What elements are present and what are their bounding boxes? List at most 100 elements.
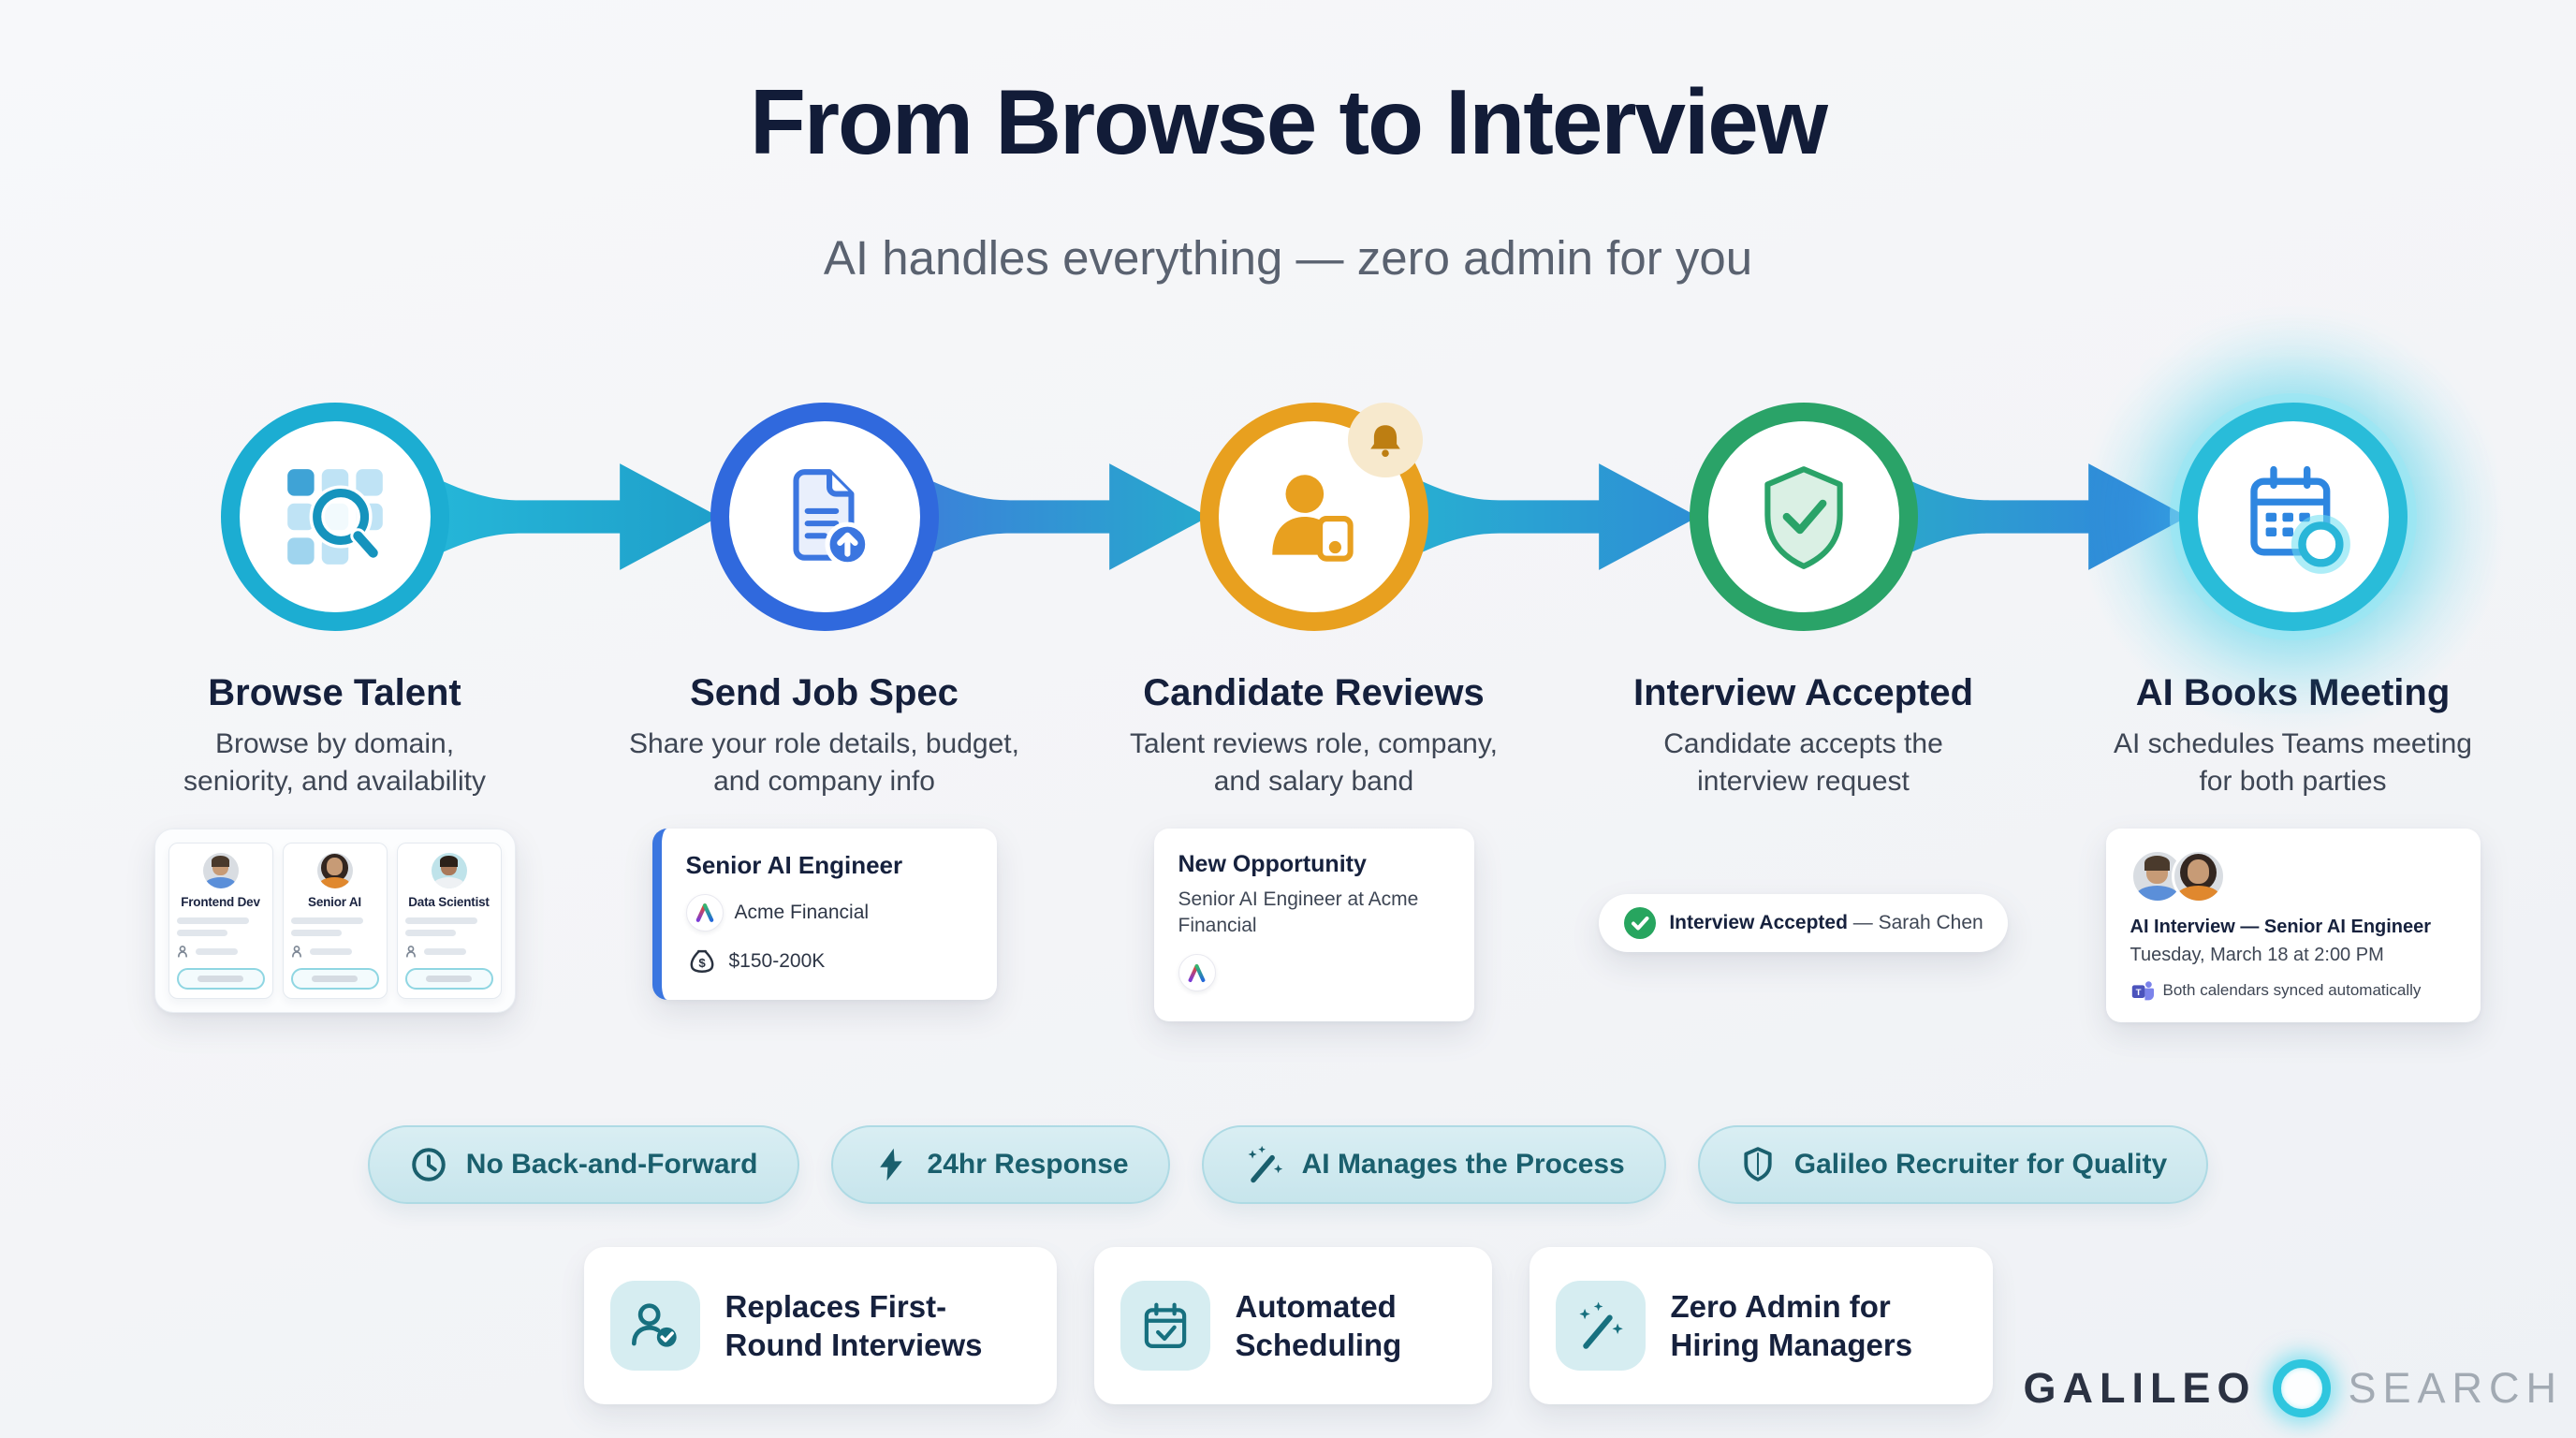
feature-label: Zero Admin for Hiring Managers bbox=[1670, 1288, 1913, 1362]
pill-galileo-recruiter: Galileo Recruiter for Quality bbox=[1697, 1125, 2209, 1204]
step-title: Send Job Spec bbox=[690, 672, 959, 713]
acceptance-name: — Sarah Chen bbox=[1847, 911, 1983, 933]
talent-card: Frontend Dev bbox=[168, 842, 273, 999]
job-title: Senior AI Engineer bbox=[685, 850, 903, 879]
meeting-title: AI Interview — Senior AI Engineer bbox=[2130, 916, 2432, 937]
skeleton-lines bbox=[404, 917, 493, 936]
bell-icon bbox=[1369, 425, 1400, 457]
pill-ai-manages-process: AI Manages the Process bbox=[1201, 1125, 1666, 1204]
talent-role: Data Scientist bbox=[408, 894, 490, 909]
talent-browse-panel: Frontend Dev Senior AI bbox=[154, 828, 516, 1013]
company-name: Acme Financial bbox=[734, 901, 870, 923]
icon-tile bbox=[1120, 1281, 1210, 1371]
notification-badge bbox=[1347, 403, 1423, 477]
pill-label: No Back-and-Forward bbox=[465, 1149, 758, 1180]
step-title: Browse Talent bbox=[208, 672, 461, 713]
step-interview-accepted: Interview Accepted Candidate accepts the… bbox=[1559, 403, 2048, 1022]
flow-arrow-3 bbox=[1415, 463, 1699, 570]
pill-label: AI Manages the Process bbox=[1301, 1149, 1625, 1180]
svg-text:$: $ bbox=[698, 956, 706, 970]
company-row: Acme Financial bbox=[685, 893, 973, 932]
page-subtitle: AI handles everything — zero admin for y… bbox=[823, 231, 1753, 285]
feature-automated-scheduling: Automated Scheduling bbox=[1093, 1247, 1492, 1404]
step-description: Talent reviews role, company, and salary… bbox=[1130, 728, 1498, 797]
availability-row bbox=[405, 945, 493, 959]
calendar-check-icon bbox=[1144, 1302, 1186, 1348]
talent-card: Senior AI bbox=[282, 842, 388, 999]
money-bag-icon: $ bbox=[690, 949, 713, 973]
calendar-sync-note: T Both calendars synced automatically bbox=[2130, 979, 2456, 1002]
pill-24hr-response: 24hr Response bbox=[830, 1125, 1170, 1204]
feature-zero-admin: Zero Admin for Hiring Managers bbox=[1529, 1247, 1993, 1404]
skeleton-line bbox=[423, 947, 466, 955]
shield-icon bbox=[1744, 1147, 1772, 1181]
step-circle-meeting bbox=[2178, 403, 2408, 631]
magic-wand-icon bbox=[1578, 1301, 1623, 1349]
salary-band: $150-200K bbox=[728, 949, 826, 972]
logo-primary-text: GALILEO bbox=[2023, 1364, 2257, 1412]
avatar bbox=[202, 852, 239, 888]
teams-icon: T bbox=[2131, 981, 2154, 1001]
availability-row bbox=[291, 945, 379, 959]
lightning-icon bbox=[879, 1148, 902, 1181]
step-title: AI Books Meeting bbox=[2135, 672, 2451, 713]
acceptance-status: Interview Accepted bbox=[1669, 911, 1848, 933]
view-profile-button-skeleton bbox=[176, 967, 265, 990]
shield-check-icon bbox=[1764, 466, 1843, 569]
step-candidate-reviews: Candidate Reviews Talent reviews role, c… bbox=[1069, 403, 1559, 1022]
job-spec-card: Senior AI Engineer Acme Financial bbox=[651, 828, 997, 1000]
step-circle-job-spec bbox=[710, 403, 939, 631]
step-description: AI schedules Teams meeting for both part… bbox=[2114, 728, 2472, 797]
feature-label: Replaces First-Round Interviews bbox=[724, 1288, 983, 1362]
acme-logo bbox=[685, 893, 724, 932]
document-upload-icon bbox=[792, 469, 870, 567]
acceptance-pill: Interview Accepted — Sarah Chen bbox=[1599, 893, 2008, 952]
step-title: Candidate Reviews bbox=[1143, 672, 1485, 713]
skeleton-line bbox=[309, 947, 352, 955]
salary-row: $ $150-200K bbox=[686, 946, 973, 977]
galileo-search-logo: GALILEO SEARCH bbox=[2023, 1359, 2563, 1417]
skeleton-line bbox=[195, 947, 238, 955]
flow-arrow-4 bbox=[1905, 463, 2188, 570]
person-review-icon bbox=[1271, 475, 1354, 562]
check-circle-icon bbox=[1624, 906, 1657, 939]
flow-arrow-2 bbox=[926, 463, 1209, 570]
grid-search-icon bbox=[286, 469, 383, 565]
feature-label: Automated Scheduling bbox=[1235, 1288, 1402, 1362]
avatar bbox=[431, 852, 467, 888]
step-description: Share your role details, budget, and com… bbox=[629, 728, 1019, 797]
view-profile-button-skeleton bbox=[404, 967, 493, 990]
skeleton-lines bbox=[176, 917, 265, 936]
process-steps-row: Browse Talent Browse by domain, seniorit… bbox=[90, 403, 2538, 1022]
feature-replaces-interviews: Replaces First-Round Interviews bbox=[583, 1247, 1057, 1404]
person-icon bbox=[177, 945, 187, 958]
person-icon bbox=[291, 945, 301, 958]
step-description: Browse by domain, seniority, and availab… bbox=[183, 728, 486, 797]
step-title: Interview Accepted bbox=[1632, 672, 1974, 713]
acme-logo bbox=[1178, 954, 1216, 992]
avatar bbox=[2171, 848, 2226, 903]
talent-card: Data Scientist bbox=[396, 842, 502, 999]
talent-role: Senior AI bbox=[308, 894, 361, 909]
step-ai-books-meeting: AI Books Meeting AI schedules Teams meet… bbox=[2048, 403, 2538, 1022]
pill-no-back-and-forward: No Back-and-Forward bbox=[367, 1125, 799, 1204]
view-profile-button-skeleton bbox=[290, 967, 379, 990]
step-send-job-spec: Send Job Spec Share your role details, b… bbox=[579, 403, 1069, 1022]
person-icon bbox=[405, 945, 416, 958]
participant-avatars bbox=[2130, 848, 2456, 903]
icon-tile bbox=[609, 1281, 700, 1371]
page-title: From Browse to Interview bbox=[749, 70, 1828, 173]
sync-note-text: Both calendars synced automatically bbox=[2162, 980, 2422, 999]
benefit-pills-row: No Back-and-Forward 24hr Response AI Man… bbox=[0, 1125, 2576, 1204]
logo-secondary-text: SEARCH bbox=[2348, 1364, 2563, 1412]
opportunity-card: New Opportunity Senior AI Engineer at Ac… bbox=[1153, 828, 1474, 1021]
svg-text:T: T bbox=[2135, 988, 2141, 998]
icon-tile bbox=[1555, 1281, 1646, 1371]
pill-label: 24hr Response bbox=[927, 1149, 1129, 1180]
pill-label: Galileo Recruiter for Quality bbox=[1793, 1149, 2168, 1180]
availability-row bbox=[177, 945, 265, 959]
calendar-clock-icon bbox=[2249, 465, 2350, 574]
avatar bbox=[316, 852, 353, 888]
step-circle-candidate bbox=[1199, 403, 1428, 631]
